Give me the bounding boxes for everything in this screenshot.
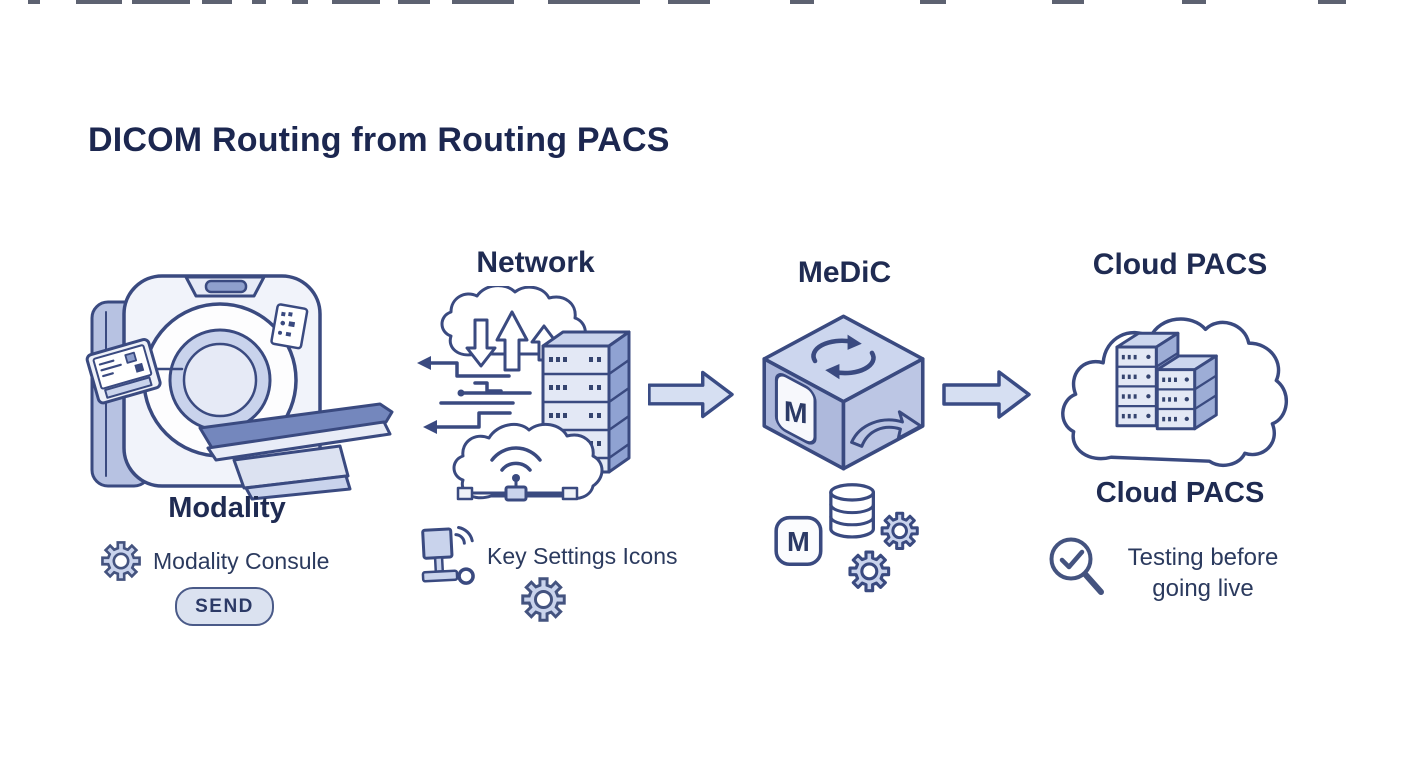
modality-caption-row: Modality Consule bbox=[100, 540, 329, 582]
network-caption-row: Key Settings Icons bbox=[420, 525, 678, 587]
cloud-pacs-illustration bbox=[1061, 317, 1288, 467]
wifi-cloud-icon bbox=[452, 422, 604, 500]
lan-connector-icon bbox=[456, 480, 579, 502]
database-icon bbox=[829, 483, 875, 539]
m-panel: M bbox=[774, 373, 817, 445]
forward-arrow-icon bbox=[850, 410, 923, 448]
flow-arrow-icon bbox=[942, 370, 1031, 419]
send-button[interactable]: SEND bbox=[175, 587, 274, 626]
sync-icon bbox=[811, 334, 876, 380]
cloud-pacs-label: Cloud PACS bbox=[1095, 477, 1265, 509]
gear-icon bbox=[848, 550, 891, 593]
modality-caption: Modality Consule bbox=[153, 547, 330, 574]
network-illustration bbox=[417, 286, 631, 502]
up-down-arrows-icon bbox=[465, 310, 558, 372]
broadcast-monitor-icon bbox=[421, 525, 475, 585]
network-caption: Key Settings Icons bbox=[487, 542, 678, 569]
magnifier-check-icon bbox=[1049, 537, 1104, 595]
ct-console-screen bbox=[85, 338, 162, 405]
cube-letter: M bbox=[784, 396, 808, 431]
network-heading: Network bbox=[476, 246, 595, 279]
modality-heading: Modality bbox=[168, 492, 286, 524]
medic-cube-illustration: M bbox=[762, 314, 925, 471]
cloud-pacs-heading: Cloud PACS bbox=[1092, 248, 1268, 281]
circuit-arrows-icon bbox=[429, 361, 532, 429]
server-stack-icon bbox=[1155, 354, 1218, 431]
gear-icon bbox=[521, 577, 566, 622]
testing-caption: Testing before going live bbox=[1127, 544, 1279, 602]
ct-control-panel bbox=[270, 303, 309, 350]
badge-letter: M bbox=[787, 526, 810, 557]
gear-icon bbox=[101, 541, 141, 581]
page-title: DICOM Routing from Routing PACS bbox=[88, 120, 670, 159]
medic-icons-group: M bbox=[774, 483, 919, 593]
gear-icon bbox=[880, 511, 919, 550]
testing-caption-row: Testing before going live bbox=[1046, 534, 1294, 606]
medic-heading: MeDiC bbox=[797, 256, 892, 289]
m-badge-icon: M bbox=[774, 515, 823, 567]
wifi-icon bbox=[490, 446, 542, 472]
ct-scanner-illustration bbox=[85, 274, 394, 501]
ct-bed bbox=[198, 402, 394, 450]
flow-arrow-icon bbox=[648, 370, 734, 419]
